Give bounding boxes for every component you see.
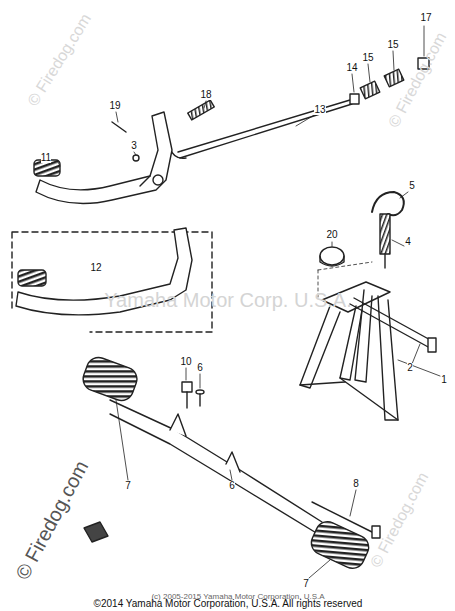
callout-number: 19 [109,101,120,111]
callout-number: 2 [407,363,413,373]
callout-number: 18 [200,90,211,100]
callout-number: 3 [131,141,137,151]
callout-number: 6 [229,481,235,491]
callout-number: 11 [41,153,51,163]
callout-number: 10 [180,357,191,367]
callout-number: 1 [441,375,447,385]
callout-number: 6 [197,363,203,373]
callout-number: 15 [362,53,373,63]
callout-number: 12 [90,263,101,273]
watermark: Yamaha Motor Corp. U.S.A. [104,290,352,310]
callout-number: 5 [409,181,415,191]
callout-number: 20 [326,230,337,240]
callout-number: 15 [387,40,398,50]
watermark: © Firedog.com [368,470,431,570]
callout-number: 4 [405,237,411,247]
watermark: © Firedog.com [25,11,94,109]
callout-number: 14 [346,63,357,73]
callout-number: 8 [353,479,359,489]
callout-number: 17 [420,13,431,23]
watermark: © Firedog.com [12,457,91,582]
callout-number: 7 [303,579,309,589]
copyright-line: ©2014 Yamaha Motor Corporation, U.S.A. A… [94,599,363,609]
callout-number: 13 [314,105,325,115]
callout-number: 7 [125,481,131,491]
